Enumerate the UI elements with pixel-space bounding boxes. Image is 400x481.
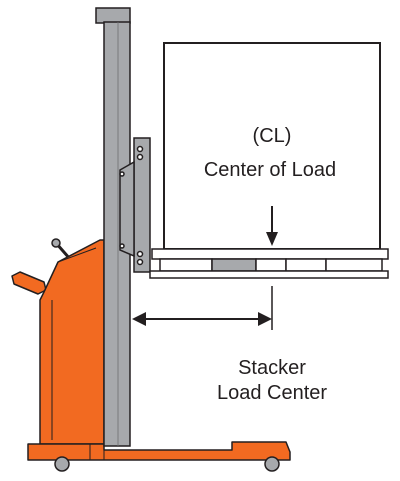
carriage-plate — [119, 160, 135, 258]
rear-wheel — [54, 456, 70, 472]
stacker-body — [11, 238, 291, 461]
load-center-label: Load Center — [217, 382, 327, 404]
pallet-block-1 — [159, 258, 213, 272]
center-of-load-label: Center of Load — [204, 159, 336, 181]
control-knob — [51, 238, 61, 248]
body-housing — [39, 239, 105, 445]
pallet-block-2 — [255, 258, 287, 272]
pallet-block-4 — [325, 258, 383, 272]
pallet — [149, 248, 389, 279]
fork-blade — [149, 270, 389, 279]
arrow-down-icon — [266, 206, 278, 246]
stacker-label: Stacker — [238, 357, 306, 379]
carriage — [119, 137, 151, 273]
pallet-top-deck — [151, 248, 389, 260]
base-chassis — [27, 441, 291, 461]
pallet-stringer-fork — [211, 258, 257, 272]
mast-top-cap — [95, 7, 131, 24]
double-arrow-icon — [132, 286, 273, 330]
cl-abbreviation-label: (CL) — [253, 125, 292, 147]
wheels — [54, 456, 280, 472]
tiller-handle — [11, 271, 47, 295]
pallet-block-3 — [285, 258, 327, 272]
front-wheel — [264, 456, 280, 472]
